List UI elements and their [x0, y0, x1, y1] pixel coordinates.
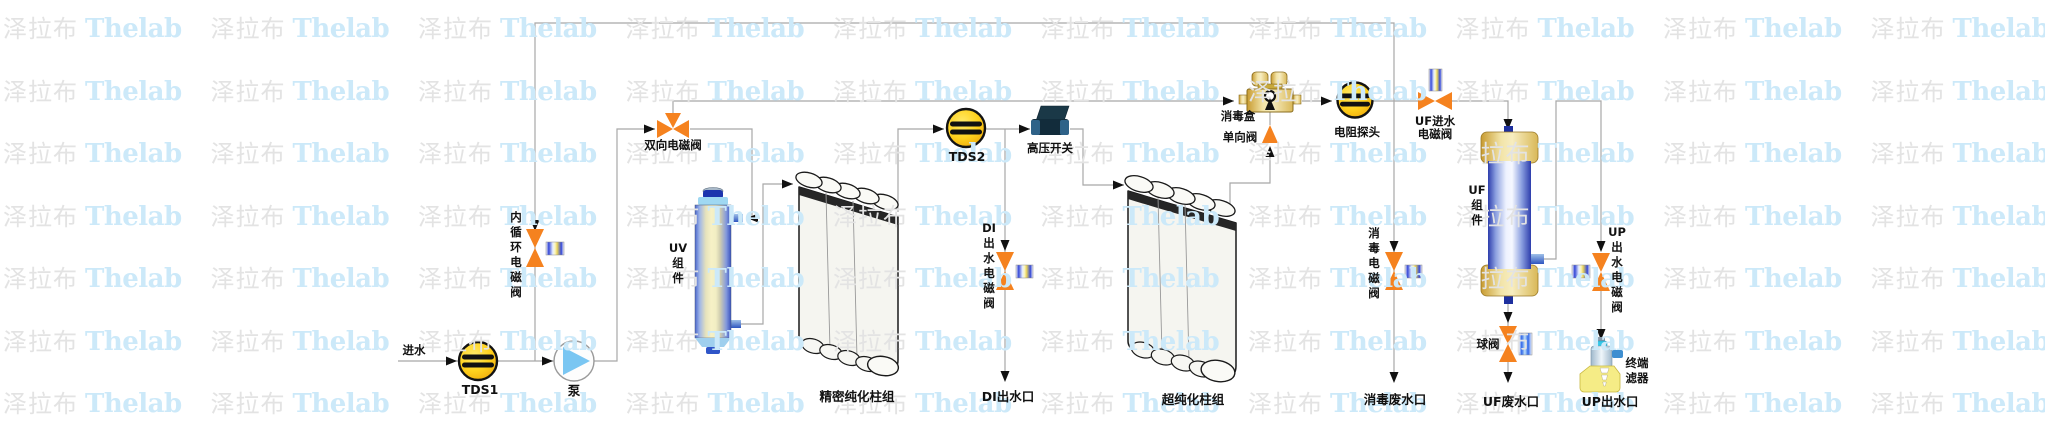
arrow — [1389, 372, 1399, 383]
uf-top-cap — [1480, 131, 1539, 164]
label-uf-waste: UF废水口 — [1482, 394, 1540, 409]
label-internal-circ-valve: 内循环电磁阀 — [510, 210, 522, 299]
uv-base — [695, 338, 731, 347]
pipe-column2-to-checkvalve — [1229, 112, 1271, 208]
label-di-out-valve: DI出水电磁阀 — [982, 221, 996, 310]
valves — [526, 92, 1610, 362]
arrow — [782, 179, 793, 189]
arrow — [1389, 241, 1399, 252]
arrow — [933, 124, 944, 134]
arrow — [1596, 329, 1606, 340]
pipe-switch-to-column2 — [985, 128, 1124, 186]
up-out-valve — [1592, 253, 1610, 291]
label-di-outlet: DI出水口 — [981, 389, 1035, 404]
ultra-column-group — [1124, 175, 1237, 383]
uf-inlet-valve — [1418, 92, 1452, 110]
uv-cap — [703, 190, 723, 199]
label-uv-module: UV组件 — [668, 241, 688, 285]
uf-top-nozzle — [1504, 126, 1513, 134]
label-up-outlet: UP出水口 — [1581, 394, 1639, 409]
label-inlet: 进水 — [402, 343, 426, 357]
flow-arrows — [446, 96, 1606, 383]
arrow — [1000, 371, 1010, 382]
high-pressure-switch — [1031, 105, 1070, 135]
label-tds1: TDS1 — [461, 382, 499, 397]
uv-body — [694, 204, 732, 339]
uf-bottom-nozzle — [1504, 295, 1513, 304]
label-high-pressure-switch: 高压开关 — [1027, 141, 1073, 155]
label-ball-valve: 球阀 — [1476, 337, 1500, 351]
label-uf-inlet-valve: UF进水 电磁阀 — [1400, 115, 1470, 141]
uv-module — [694, 187, 743, 354]
label-precision-column: 精密纯化柱组 — [819, 389, 895, 404]
arrow — [1265, 146, 1275, 157]
bidirectional-valve — [657, 113, 689, 138]
pipes — [398, 22, 1602, 381]
arrow — [1503, 312, 1513, 323]
label-tds2: TDS2 — [948, 149, 986, 164]
uf-side-nozzle — [1531, 254, 1544, 264]
label-up-out-valve: UP出水电磁阀 — [1608, 225, 1626, 314]
label-terminal-filter-line1: 终端 — [1625, 356, 1649, 370]
arrow — [1503, 372, 1513, 383]
arrow — [1000, 240, 1010, 251]
arrow — [644, 124, 655, 134]
terminal-filter — [1579, 337, 1623, 393]
pipe-inlet-to-valve — [398, 128, 655, 362]
arrow — [1019, 124, 1030, 134]
label-uf-module: UF组件 — [1468, 183, 1486, 227]
arrow — [542, 356, 553, 366]
internal-circ-valve — [526, 229, 544, 267]
check-valve — [1262, 125, 1278, 143]
label-bidirectional-valve: 双向电磁阀 — [644, 138, 702, 152]
arrow — [530, 220, 540, 231]
label-terminal-filter-line2: 滤器 — [1625, 371, 1649, 385]
arrow — [1223, 96, 1234, 106]
label-pump: 泵 — [567, 383, 581, 398]
pipe-column1-to-tds2 — [897, 128, 944, 212]
uv-top-nozzle — [731, 214, 743, 222]
disinfection-box — [1238, 71, 1302, 113]
disinfection-valve — [1385, 252, 1403, 290]
pipe-uf-to-up — [1544, 100, 1602, 338]
di-out-valve — [996, 252, 1014, 290]
label-uf-inlet-valve-line2: 电磁阀 — [1417, 127, 1453, 141]
uf-bottom-cap — [1480, 264, 1539, 297]
uf-module — [1480, 126, 1544, 304]
arrow — [747, 213, 758, 223]
pump — [553, 340, 595, 382]
uv-stub — [706, 347, 720, 354]
arrow — [1596, 241, 1606, 252]
arrow — [1503, 119, 1513, 130]
arrow — [1113, 180, 1124, 190]
label-uf-inlet-valve-line1: UF进水 — [1414, 114, 1456, 128]
uv-bottom-nozzle — [731, 320, 741, 328]
uv-collar — [698, 197, 728, 205]
label-disinfection-box: 消毒盒 — [1220, 109, 1256, 123]
label-disinfection-valve: 消毒电磁阀 — [1368, 226, 1380, 300]
label-ultra-column: 超纯化柱组 — [1161, 392, 1225, 407]
pipe-bypass-top — [672, 100, 1234, 113]
valve-coils — [545, 68, 1591, 356]
label-disinfection-waste: 消毒废水口 — [1363, 392, 1427, 407]
tds2-sensor — [945, 107, 987, 149]
label-check-valve: 单向阀 — [1222, 130, 1258, 144]
label-terminal-filter: 终端 滤器 — [1622, 356, 1652, 386]
pipe-uv-to-column1 — [740, 183, 793, 325]
ball-valve — [1499, 326, 1517, 362]
arrow — [446, 356, 457, 366]
precision-column-group — [795, 171, 900, 377]
resistance-probe — [1336, 81, 1374, 119]
label-resistance-probe: 电阻探头 — [1334, 125, 1380, 139]
pump-triangle-icon — [563, 347, 590, 375]
arrow — [1321, 96, 1332, 106]
tds1-sensor — [457, 340, 499, 382]
pipe-circulation — [534, 22, 1395, 373]
uf-body — [1488, 161, 1531, 269]
